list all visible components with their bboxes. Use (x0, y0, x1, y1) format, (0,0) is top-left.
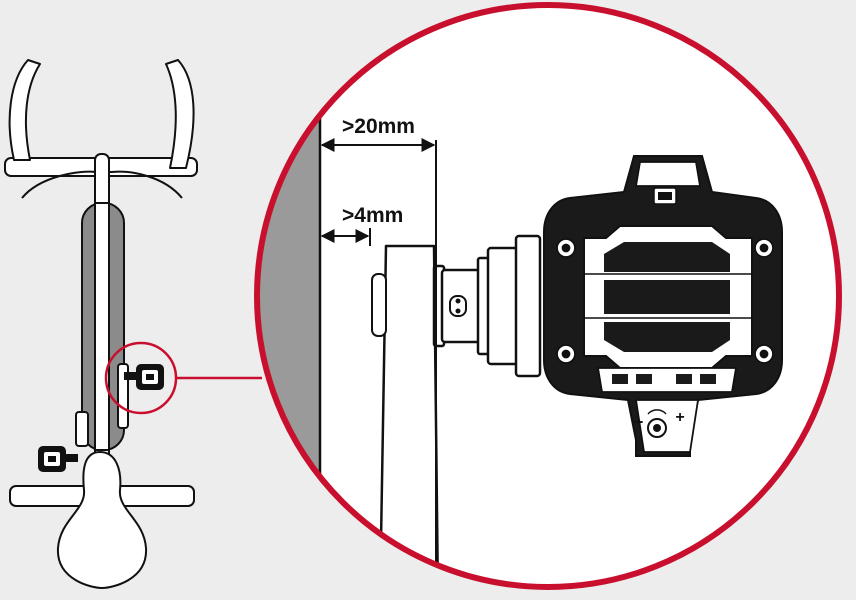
spindle-slot (449, 295, 467, 317)
crank-boss (371, 273, 387, 337)
tension-plus-label: + (675, 409, 684, 426)
seat (56, 451, 148, 589)
dimension-near (320, 228, 371, 246)
left-crank (75, 411, 89, 447)
handlebar-left-horn (8, 59, 41, 161)
dimension-far-label: >20mm (342, 115, 415, 138)
small-pedal-right-icon (124, 364, 164, 390)
wall-icon (257, 5, 320, 587)
zoom-circle-border (254, 2, 842, 590)
tension-minus-label: − (633, 412, 644, 432)
frame-center (94, 202, 110, 451)
bike-overview-icon (4, 59, 198, 589)
pedal-icon (543, 155, 783, 457)
dimension-far (320, 138, 437, 586)
dimension-near-label: >4mm (342, 204, 403, 227)
small-pedal-left-icon (38, 446, 78, 472)
handlebar-right-horn (165, 59, 195, 169)
crank-arm-icon (378, 244, 440, 587)
